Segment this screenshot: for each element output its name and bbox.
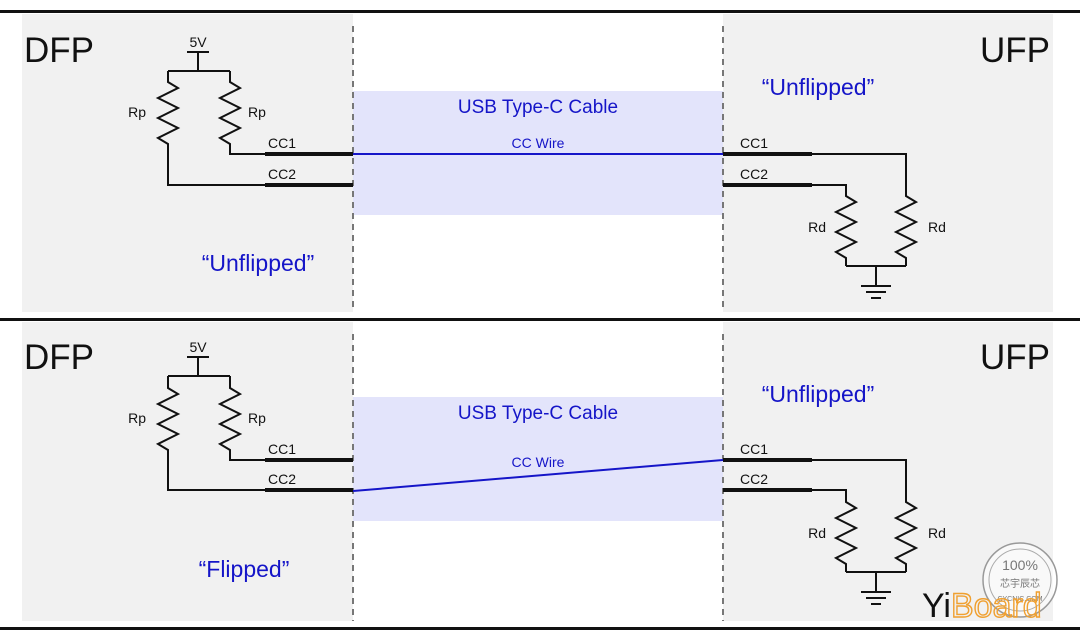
rd-right-resistor	[723, 459, 919, 572]
rp-left-label: Rp	[128, 104, 146, 120]
brand-suffix: Board	[951, 587, 1042, 625]
dfp-region	[22, 14, 353, 312]
rp-left-label: Rp	[128, 410, 146, 426]
dfp-cc2-label: CC2	[268, 471, 296, 487]
rp-left-resistor	[155, 71, 353, 186]
ufp-label: UFP	[980, 338, 1050, 377]
rd-right-label: Rd	[928, 219, 946, 235]
rp-right-resistor	[217, 71, 353, 155]
ufp-pulldown-circuit	[723, 459, 919, 605]
rd-left-label: Rd	[808, 219, 826, 235]
rp-right-label: Rp	[248, 104, 266, 120]
cc-wire	[352, 459, 724, 492]
dfp-region	[22, 322, 353, 621]
rd-left-label: Rd	[808, 525, 826, 541]
dfp-cc1-label: CC1	[268, 441, 296, 457]
source-voltage-label: 5V	[189, 339, 207, 355]
rd-left-resistor	[723, 184, 859, 266]
cc-wire-label: CC Wire	[512, 135, 565, 151]
ufp-orientation-label: “Unflipped”	[762, 381, 875, 407]
top-border	[0, 10, 1080, 13]
seal-percent: 100%	[1002, 557, 1038, 573]
rp-left-resistor	[155, 376, 353, 491]
ufp-cc2-label: CC2	[740, 166, 768, 182]
watermark-brand: YiBoard	[922, 587, 1042, 625]
ufp-pulldown-circuit	[723, 153, 919, 299]
ufp-cc2-label: CC2	[740, 471, 768, 487]
rp-right-resistor	[217, 376, 353, 461]
seal-url: CYCNIC.COM	[997, 596, 1042, 603]
dfp-cc2-label: CC2	[268, 166, 296, 182]
rd-left-resistor	[723, 489, 859, 572]
dfp-cc1-label: CC1	[268, 135, 296, 151]
ufp-cc1-label: CC1	[740, 135, 768, 151]
source-voltage-label: 5V	[189, 34, 207, 50]
panel-unflipped: DFP UFP 5V Rp Rp CC1 CC2 USB Type-C Cabl…	[0, 10, 1080, 312]
rd-right-resistor	[723, 153, 919, 266]
rp-right-label: Rp	[248, 410, 266, 426]
dfp-label: DFP	[24, 31, 94, 70]
middle-border	[0, 318, 1080, 321]
cc-wire-label: CC Wire	[512, 454, 565, 470]
cable-band	[353, 397, 723, 521]
ufp-region	[723, 14, 1053, 312]
seal-chinese-text: 芯宇辰芯	[1000, 577, 1040, 590]
ufp-label: UFP	[980, 31, 1050, 70]
rd-right-label: Rd	[928, 525, 946, 541]
dfp-orientation-label: “Unflipped”	[202, 250, 315, 276]
panel-flipped: DFP UFP 5V Rp Rp CC1 CC2 USB Type-C Cabl…	[0, 318, 1080, 630]
dfp-pullup-circuit	[155, 51, 353, 186]
dfp-label: DFP	[24, 338, 94, 377]
watermark: 100% 芯宇辰芯 CYCNIC.COM YiBoard	[922, 542, 1058, 626]
watermark-seal: 100% 芯宇辰芯 CYCNIC.COM	[982, 542, 1058, 618]
dfp-orientation-label: “Flipped”	[199, 556, 290, 582]
bottom-border	[0, 627, 1080, 630]
cable-label: USB Type-C Cable	[458, 403, 618, 424]
brand-prefix: Yi	[922, 587, 951, 625]
cable-label: USB Type-C Cable	[458, 97, 618, 118]
ufp-cc1-label: CC1	[740, 441, 768, 457]
dfp-pullup-circuit	[155, 356, 353, 491]
ufp-orientation-label: “Unflipped”	[762, 74, 875, 100]
